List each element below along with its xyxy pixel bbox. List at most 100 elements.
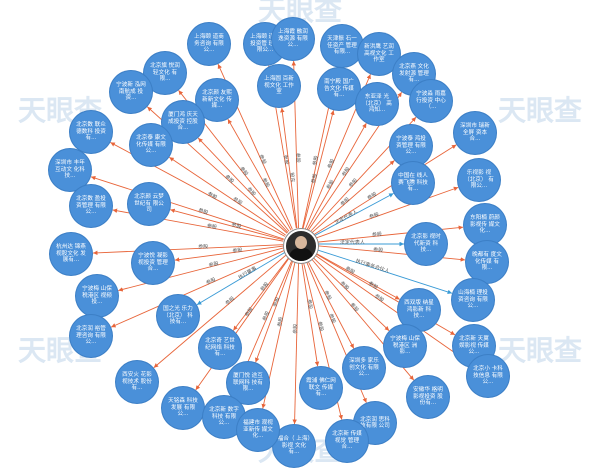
company-node[interactable]: 深圳市 丰年互动文 化科技... [49,149,91,191]
company-node[interactable]: 福合（ 上海）影视 文化有... [273,425,315,467]
company-node[interactable]: 北京新 传媒视觉 管理合... [326,420,368,462]
edge-line [280,107,298,229]
edge-line [306,122,367,231]
edge-label: 参股 [367,280,379,291]
company-node[interactable]: 宁波梅 山保税港区 视频投... [76,275,118,317]
company-node[interactable]: 北京数 盈投资管理 有限公... [70,185,112,227]
edge-line [306,257,355,349]
company-node[interactable]: 东阳楠 蔚颜影视传 媒文化... [464,204,506,246]
company-node[interactable]: 北京颜 云梦世纪有 限公司 [128,183,170,225]
company-node[interactable]: 国之光 乐力（北京） 科技有... [157,295,199,337]
edge-label: 参股 [205,276,217,286]
company-node[interactable]: 福建市 观视亚新传 媒文化... [237,409,279,451]
edge-line [195,256,291,391]
edge-label: 执行事务合伙人 [355,257,390,274]
avatar-face [295,236,307,249]
company-node[interactable]: 晚都有 度文化传媒 有限... [466,241,508,283]
edge-label: 参股 [373,246,384,254]
edge-label: 法定代表人 [340,239,365,246]
company-node[interactable]: 北京奇 艺世纪网络 科技有... [199,327,241,369]
company-node[interactable]: 西双版 纳星鸿影新 科技... [398,289,440,331]
edge-line [197,137,289,233]
edge-line [232,256,290,331]
edge-label: 参股 [372,231,383,239]
edge-label: 参股 [310,173,319,184]
edge-label: 参股 [339,280,351,292]
company-node[interactable]: 北京影 视时代新资 科技... [405,223,447,265]
watermark-text: 天眼查 [498,94,582,127]
edge-label: 参股 [311,155,320,166]
edge-label: 参股 [197,207,209,217]
company-node[interactable]: 乐视影 视（北京） 有限公... [458,159,500,201]
edge-label: 参股 [224,295,236,307]
edge-line [227,118,292,231]
company-node[interactable]: 北京颜 友熙新新文化 传媒... [196,79,238,121]
company-node[interactable]: 上海圆 百新视文化 工作室 [258,65,300,107]
company-node[interactable]: 北京润 裕管理咨询 有限公... [70,315,112,357]
company-node[interactable]: 北京数 联众德数科 投资有... [70,111,112,153]
center-person-avatar[interactable] [284,229,318,263]
company-node[interactable]: 天铭森 科技发展 有限公... [162,387,204,429]
edge-label: 参股 [339,196,351,208]
company-node[interactable]: 上海颐 道商务咨询 有限公... [188,23,230,65]
edge-label: 参股 [344,265,356,276]
company-node[interactable]: 安徽华 格明影视投资 股份有... [407,376,449,418]
company-node[interactable]: 西安火 花影视技术 股份有... [116,361,158,403]
edge-label: 参股 [348,301,360,313]
company-node[interactable]: 深圳多 家乐创文化 有限公... [343,347,385,389]
company-node[interactable]: 天津振 石一佳资产 管理有限... [321,25,363,67]
edge-line [313,186,459,240]
edge-label: 参股 [259,281,271,293]
company-node[interactable]: 上海霞 融润逸资源 有限公... [272,18,314,60]
company-node[interactable]: 北京小 卡科技信息 有限公... [467,355,509,397]
edge-label: 参股 [316,321,325,332]
edge-line [92,244,284,256]
edge-label: 参股 [223,173,235,185]
edge-label: 参股 [198,243,208,250]
edge-label: 参股 [325,178,336,190]
company-node[interactable]: 杭州达 锦燕视股文化 发展有... [50,233,92,275]
edge-label: 参股 [243,306,254,318]
edge-line [90,176,284,240]
edge-label: 参股 [326,158,336,170]
edge-label: 参股 [306,299,314,310]
company-node[interactable]: 宁波淼 雨嘉行投资 中心（... [410,80,452,122]
edge-line [169,156,286,236]
company-node[interactable]: 宁波梅 山保税港区 洲影... [384,325,426,367]
company-node[interactable]: 东亚泽 光（北京） 高鸿知... [356,83,398,125]
edge-line [314,248,453,295]
company-node[interactable]: 霞浦 佛仁网联文 传媒有... [300,367,342,409]
edge-label: 参股 [366,190,378,201]
company-node[interactable]: 中国在 线人赛飞腾 科技有... [392,162,434,204]
company-node[interactable]: 深圳市 瑞新全屏 资本合... [454,112,496,154]
edge-label: 参股 [232,246,243,254]
edge-label: 参股 [368,211,380,221]
company-node[interactable]: 厦门悦 途互联网科 技有限... [227,362,269,404]
company-node[interactable]: 宁波泰 鸿投资管理 有限公... [390,125,432,167]
edge-line [118,247,284,292]
edge-line [302,110,335,229]
edge-label: 参股 [340,166,351,178]
avatar-suit [289,248,313,261]
edge-label: 参股 [261,310,271,322]
edge-line [292,259,300,425]
company-node[interactable]: 山海楠 理投资咨询 有限公... [452,279,494,321]
edge-label: 参股 [260,177,271,189]
edge-label: 参股 [238,165,250,177]
company-node[interactable]: 宁波新 泓网南航成 投资... [110,71,152,113]
company-node[interactable]: 宁波悦 凝影视投资 管理合... [132,242,174,284]
company-node[interactable]: 新洪鹰 艺润高视文化 工作室 [358,33,400,75]
edge-label: 股东 [288,172,296,183]
edge-label: 参股 [231,221,242,230]
watermark-text: 天眼查 [498,334,582,367]
edge-line [310,254,390,332]
edge-line [300,259,320,367]
edge-line [310,160,395,234]
edge-label: 参股 [294,153,301,163]
edge-label: 参股 [206,190,218,201]
company-node[interactable]: 北京泰 康文化传媒 有限公... [130,124,172,166]
company-node[interactable]: 南宁殿 国广告文化 传媒有... [318,68,360,110]
edge-label: 参股 [208,260,219,269]
edge-line [312,144,457,236]
